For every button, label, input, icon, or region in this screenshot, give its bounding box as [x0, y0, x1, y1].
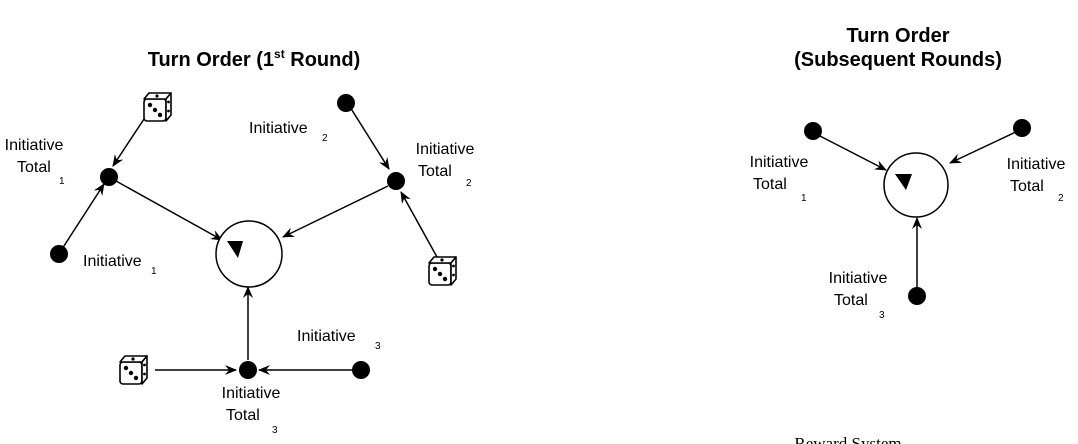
svg-text:Initiative: Initiative — [297, 328, 356, 345]
svg-text:Total: Total — [834, 292, 868, 309]
right-diagram: Turn Order (Subsequent Rounds) Initiativ… — [750, 25, 1066, 321]
svg-text:Initiative: Initiative — [416, 141, 475, 158]
turn-order-circle — [215, 220, 283, 288]
label-initiative-total-3-right: Initiative Total 3 — [829, 270, 888, 321]
svg-text:3: 3 — [272, 425, 278, 436]
svg-text:Total: Total — [17, 159, 51, 176]
turn-pointer-icon — [227, 241, 243, 258]
label-initiative-total-1: Initiative Total 1 — [5, 137, 65, 187]
arrow-total2-to-center-right — [949, 130, 1019, 164]
svg-text:2: 2 — [1058, 193, 1064, 204]
turn-order-circle-right — [883, 152, 949, 218]
arrow-total2-to-center — [282, 185, 389, 238]
dice-icon — [119, 355, 148, 385]
right-title: Turn Order (Subsequent Rounds) — [794, 25, 1002, 71]
label-initiative-total-3: Initiative Total 3 — [222, 385, 281, 436]
arrow-die2-to-total2 — [400, 191, 438, 258]
node-initiative-2 — [337, 94, 355, 112]
label-initiative-total-2-right: Initiative Total 2 — [1007, 156, 1066, 204]
node-initiative-1 — [50, 245, 68, 263]
svg-text:Initiative: Initiative — [5, 137, 64, 154]
node-initiative-total-3 — [239, 361, 257, 379]
node-initiative-total-2-right — [1013, 119, 1031, 137]
arrow-total1-to-center — [115, 180, 223, 241]
dice-icon — [143, 92, 172, 122]
svg-text:1: 1 — [151, 266, 157, 277]
node-initiative-total-2 — [387, 172, 405, 190]
svg-text:Initiative: Initiative — [222, 385, 281, 402]
svg-text:Turn Order: Turn Order — [847, 25, 950, 47]
node-initiative-total-1 — [100, 168, 118, 186]
arrow-die1-to-total1 — [112, 115, 147, 167]
left-title: Turn Order (1st Round) — [148, 47, 361, 71]
svg-text:2: 2 — [466, 178, 472, 189]
svg-text:3: 3 — [879, 310, 885, 321]
svg-text:Total: Total — [418, 163, 452, 180]
turn-pointer-icon — [895, 174, 912, 190]
node-initiative-3 — [352, 361, 370, 379]
svg-text:Total: Total — [226, 407, 260, 424]
label-initiative-2: Initiative 2 — [249, 120, 328, 144]
svg-text:Initiative: Initiative — [750, 154, 809, 171]
label-initiative-1: Initiative 1 — [83, 253, 157, 277]
label-initiative-3: Initiative 3 — [297, 328, 381, 352]
svg-text:1: 1 — [801, 193, 807, 204]
svg-text:2: 2 — [322, 133, 328, 144]
svg-text:Initiative: Initiative — [829, 270, 888, 287]
caption: Reward System — [794, 434, 901, 444]
svg-text:Initiative: Initiative — [249, 120, 308, 137]
svg-text:Initiative: Initiative — [1007, 156, 1066, 173]
label-initiative-total-2: Initiative Total 2 — [416, 141, 475, 189]
left-diagram: Turn Order (1st Round) Initiative Total … — [5, 47, 475, 436]
svg-text:Total: Total — [753, 176, 787, 193]
arrow-init2-to-total2 — [349, 106, 390, 170]
svg-text:1: 1 — [59, 176, 65, 187]
svg-text:Total: Total — [1010, 178, 1044, 195]
svg-text:Initiative: Initiative — [83, 253, 142, 270]
arrow-total1-to-center-right — [817, 134, 887, 171]
svg-text:(Subsequent Rounds): (Subsequent Rounds) — [794, 49, 1002, 71]
svg-text:3: 3 — [375, 341, 381, 352]
node-initiative-total-3-right — [908, 287, 926, 305]
node-initiative-total-1-right — [804, 122, 822, 140]
dice-icon — [428, 256, 457, 286]
arrow-init1-to-total1 — [61, 183, 105, 250]
label-initiative-total-1-right: Initiative Total 1 — [750, 154, 809, 204]
